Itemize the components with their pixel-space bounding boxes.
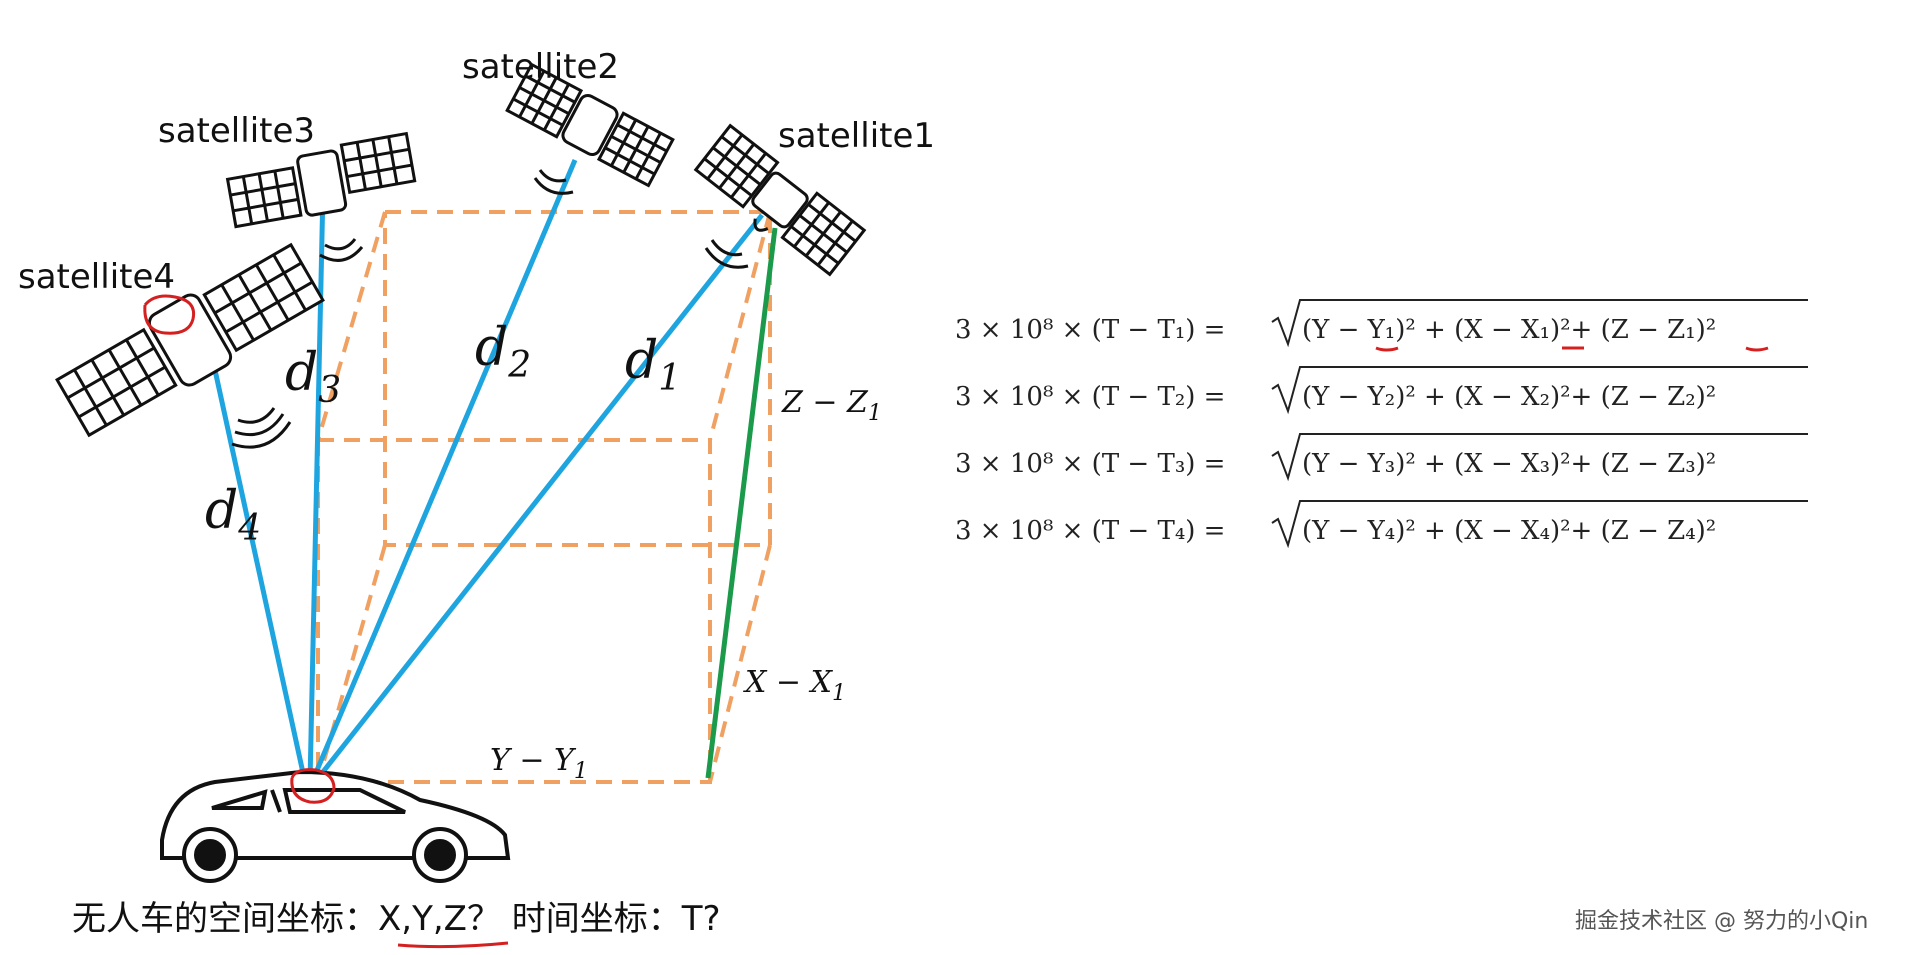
svg-text:(Y − Y₄)² + (X − X₄)²+ (Z −: (Y − Y₄)² + (X − X₄)²+ (Z − Z₄)² — [1302, 516, 1716, 546]
underline-marks — [1375, 346, 1769, 352]
satellite4-signal-icon — [231, 407, 292, 449]
svg-text:(Y − Y₁)² + (X − X₁)²+ (Z −: (Y − Y₁)² + (X − X₁)²+ (Z − Z₁)² — [1302, 315, 1716, 345]
receiver-red-mark — [290, 768, 336, 804]
d3-label: d3 — [285, 343, 341, 411]
svg-text:3 × 10⁸ × (T − T₂) =: 3 × 10⁸ × (T − T₂) = — [955, 382, 1225, 412]
z-difference-line — [705, 227, 778, 779]
satellite2-signal-icon — [533, 169, 574, 195]
ray-d4 — [212, 369, 308, 783]
satellite1-icon — [693, 123, 867, 277]
satellite1-label: satellite1 — [778, 116, 935, 156]
watermark: 掘金技术社区 @ 努力的小Qin — [1575, 909, 1868, 934]
satellite2-label: satellite2 — [462, 47, 619, 87]
x-difference-label: X − X1 — [743, 665, 846, 706]
equation-1: 3 × 10⁸ × (T − T₁) = (Y − Y₁)² + (X − X₁… — [955, 299, 1808, 352]
caption-underline-mark — [397, 941, 509, 949]
red-circle-mark — [143, 294, 196, 335]
equation-list: 3 × 10⁸ × (T − T₁) = (Y − Y₁)² + (X − X₁… — [955, 299, 1808, 549]
svg-text:3 × 10⁸ × (T − T₄) =: 3 × 10⁸ × (T − T₄) = — [955, 516, 1225, 546]
satellite2-icon — [505, 62, 675, 188]
ray-d2 — [309, 159, 578, 783]
svg-text:(Y − Y₂)² + (X − X₂)²+ (Z −: (Y − Y₂)² + (X − X₂)²+ (Z − Z₂)² — [1302, 382, 1716, 412]
caption: 无人车的空间坐标：X,Y,Z？ 时间坐标：T? — [72, 899, 721, 939]
svg-text:3 × 10⁸ × (T − T₃) =: 3 × 10⁸ × (T − T₃) = — [955, 449, 1225, 479]
satellite4-label: satellite4 — [18, 257, 175, 297]
car-icon — [160, 769, 511, 883]
z-difference-label: Z − Z1 — [781, 385, 882, 426]
svg-text:3 × 10⁸ × (T − T₁) =: 3 × 10⁸ × (T − T₁) = — [955, 315, 1225, 345]
d2-label: d2 — [475, 318, 531, 386]
equation-3: 3 × 10⁸ × (T − T₃) = (Y − Y₃)² + (X − X₃… — [955, 433, 1808, 482]
satellite3-icon — [225, 131, 417, 229]
d4-label: d4 — [205, 481, 261, 549]
ray-d1 — [313, 213, 764, 784]
satellite3-label: satellite3 — [158, 111, 315, 151]
satellite1-signal-icon — [704, 239, 749, 269]
equation-2: 3 × 10⁸ × (T − T₂) = (Y − Y₂)² + (X − X₂… — [955, 366, 1808, 415]
svg-text:(Y − Y₃)² + (X − X₃)²+ (Z −: (Y − Y₃)² + (X − X₃)²+ (Z − Z₃)² — [1302, 449, 1716, 479]
satellite3-signal-icon — [319, 238, 364, 262]
signal-rays — [212, 159, 764, 784]
coordinate-box — [316, 210, 772, 784]
satellite4-icon — [55, 242, 325, 438]
ray-d3 — [307, 189, 326, 783]
equation-4: 3 × 10⁸ × (T − T₄) = (Y − Y₄)² + (X − X₄… — [955, 500, 1808, 549]
y-difference-label: Y − Y1 — [490, 743, 588, 784]
d1-label: d1 — [625, 331, 681, 399]
